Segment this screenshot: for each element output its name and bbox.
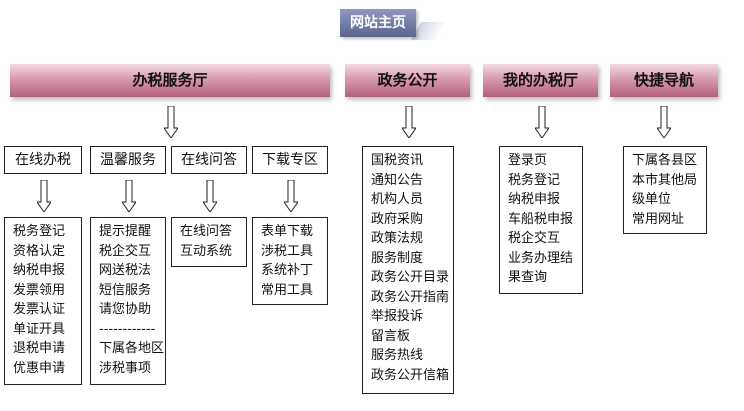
list-item[interactable]: 资格认定 [13,243,66,259]
group-service-title[interactable]: 温馨服务 [90,146,166,174]
arrow-down-icon [164,106,178,138]
list-item[interactable]: 服务热线 [371,348,424,363]
group-download-title[interactable]: 下载专区 [252,146,328,174]
group-online-tax-list: 税务登记 资格认定 纳税申报 发票领用 发票认证 单证开具 退税申请 优惠申请 [4,217,82,385]
group-service-list: 提示提醒 税企交互 网送税法 短信服务 请您协助 ------------ 下属… [90,217,166,385]
list-item[interactable]: 表单下载 [261,224,314,239]
list-item[interactable]: 优惠申请 [13,360,66,376]
divider: ------------ [99,321,156,337]
arrow-down-icon [402,106,416,138]
group-qa-title[interactable]: 在线问答 [171,146,247,174]
home-decoration [410,22,448,40]
list-item[interactable]: 常用网址 [632,211,685,227]
list-item[interactable]: 发票领用 [13,282,66,298]
list-item[interactable]: 网送税法 [99,263,152,278]
list-item[interactable]: 本市其他局 [632,172,698,188]
list-item[interactable]: 提示提醒 [99,224,152,239]
list-item[interactable]: 纳税申报 [13,263,66,278]
list-item[interactable]: 税企交互 [508,231,561,246]
list-item[interactable]: 发票认证 [13,302,66,317]
list-item[interactable]: 涉税事项 [99,360,152,376]
section-tax-hall[interactable]: 办税服务厅 [10,64,330,97]
list-item[interactable]: 在线问答 [180,224,233,239]
list-item[interactable]: 政务公开目录 [371,270,450,285]
list-item[interactable]: 短信服务 [99,282,152,298]
list-item[interactable]: 通知公告 [371,172,424,188]
list-item[interactable]: 级单位 [632,192,672,207]
list-item[interactable]: 登录页 [508,153,548,168]
list-item[interactable]: 互动系统 [180,243,233,259]
list-item[interactable]: 业务办理结 [508,250,574,266]
list-item[interactable]: 果查询 [508,270,548,285]
list-item[interactable]: 政府采购 [371,211,424,227]
list-item[interactable]: 留言板 [371,328,411,344]
list-item[interactable]: 请您协助 [99,302,152,317]
list-item[interactable]: 常用工具 [261,282,314,298]
list-item[interactable]: 车船税申报 [508,211,574,227]
list-item[interactable]: 涉税工具 [261,243,314,259]
list-item[interactable]: 服务制度 [371,250,424,266]
list-item[interactable]: 下属各县区 [632,153,698,168]
my-tax-hall-list: 登录页 税务登记 纳税申报 车船税申报 税企交互 业务办理结 果查询 [499,146,583,294]
home-link[interactable]: 网站主页 [340,9,416,37]
arrow-down-icon [284,180,298,212]
arrow-down-icon [203,180,217,212]
gov-affairs-list: 国税资讯 通知公告 机构人员 政府采购 政策法规 服务制度 政务公开目录 政务公… [362,146,454,394]
list-item[interactable]: 机构人员 [371,192,424,207]
section-quick-nav[interactable]: 快捷导航 [610,64,718,97]
arrow-down-icon [657,106,671,138]
list-item[interactable]: 举报投诉 [371,309,424,324]
list-item[interactable]: 系统补丁 [261,263,314,278]
list-item[interactable]: 单证开具 [13,321,66,337]
list-item[interactable]: 税务登记 [508,172,561,188]
arrow-down-icon [37,180,51,212]
group-qa-list: 在线问答 互动系统 [171,217,247,267]
group-download-list: 表单下载 涉税工具 系统补丁 常用工具 [252,217,328,305]
list-item[interactable]: 退税申请 [13,341,66,356]
quick-nav-list: 下属各县区 本市其他局 级单位 常用网址 [623,146,707,234]
list-item[interactable]: 政策法规 [371,231,424,246]
list-item[interactable]: 纳税申报 [508,192,561,207]
list-item[interactable]: 下属各地区 [99,341,165,356]
list-item[interactable]: 税务登记 [13,224,66,239]
section-gov-affairs[interactable]: 政务公开 [345,64,470,97]
list-item[interactable]: 国税资讯 [371,153,424,168]
group-online-tax-title[interactable]: 在线办税 [4,146,82,174]
arrow-down-icon [535,106,549,138]
section-my-tax-hall[interactable]: 我的办税厅 [483,64,598,97]
list-item[interactable]: 税企交互 [99,243,152,259]
list-item[interactable]: 政务公开指南 [371,289,450,305]
arrow-down-icon [122,180,136,212]
list-item[interactable]: 政务公开信箱 [371,367,450,383]
